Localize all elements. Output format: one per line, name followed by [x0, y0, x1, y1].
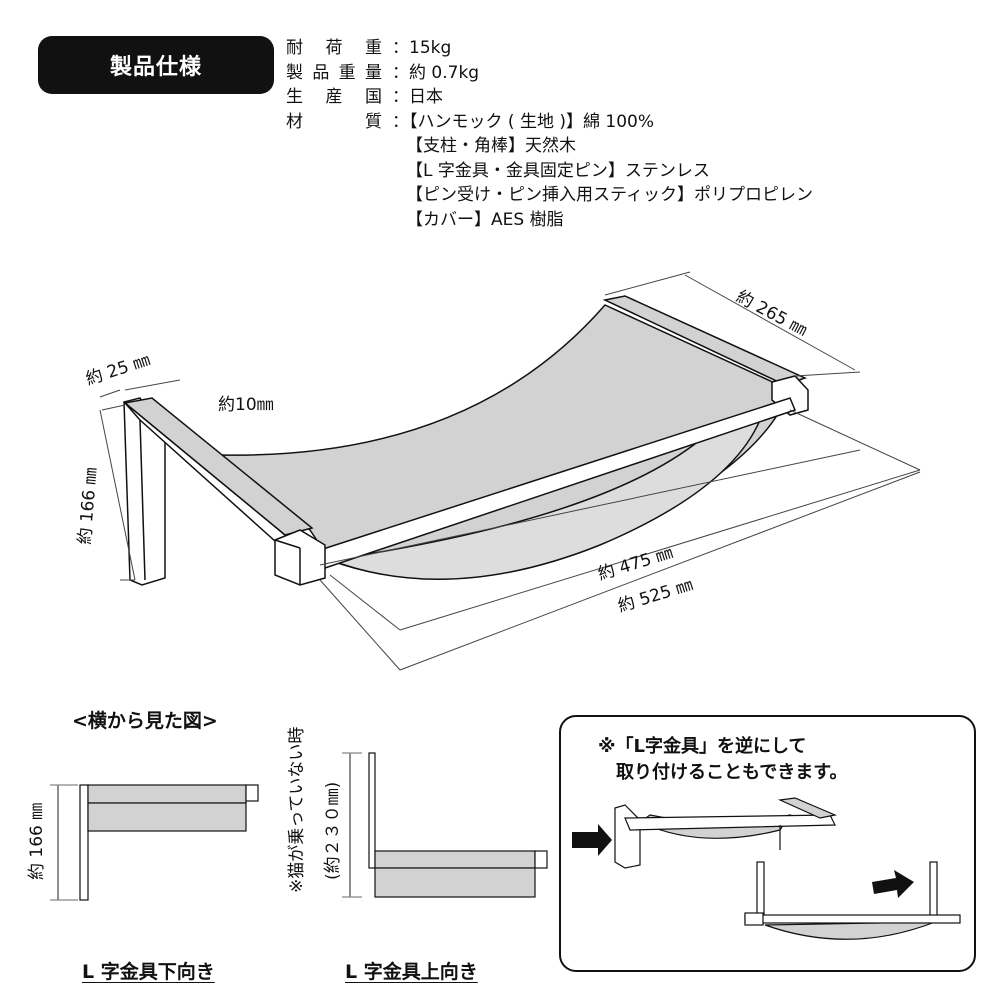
- dim-inner-width: 約 475 ㎜: [596, 543, 676, 585]
- material-line: 【L 字金具・金具固定ピン】ステンレス: [406, 160, 710, 181]
- side-up-note: ※猫が乗っていない時: [287, 727, 307, 893]
- label-char: 重: [365, 38, 382, 58]
- material-line: 【支柱・角棒】天然木: [406, 136, 576, 156]
- arrow-icon: [572, 824, 612, 856]
- caption-bracket-up: L 字金具上向き: [345, 961, 478, 983]
- label-char: 生: [286, 87, 303, 107]
- post-edge: [139, 419, 146, 581]
- material-line: 【カバー】AES 樹脂: [406, 209, 564, 230]
- label-char: 質: [365, 111, 382, 132]
- label-char: 耐: [286, 38, 303, 58]
- left-beam-side: [124, 402, 286, 552]
- label-char: 荷: [325, 38, 343, 58]
- inverted-drawing-1: [614, 797, 838, 869]
- label-char: 重: [338, 62, 356, 83]
- spec-badge: 製品仕様: [38, 36, 274, 94]
- spec-value: ：日本: [392, 87, 443, 107]
- far-beam: [602, 295, 808, 386]
- arrow-icon: [872, 870, 914, 898]
- side-view-title: <横から見た図>: [72, 710, 218, 732]
- label-char: 品: [312, 62, 330, 83]
- label-char: 産: [325, 87, 343, 107]
- side-up-height: (約２３０㎜): [323, 782, 343, 880]
- hammock-3d-drawing: [123, 295, 809, 586]
- spec-row-material: 材 質 ：【ハンモック ( 生地 )】綿 100%: [286, 110, 813, 135]
- spec-row-weight: 製品重量 ：約 0.7kg: [286, 61, 813, 86]
- reverse-mount-note: ※「L字金具」を逆にして 取り付けることもできます。: [598, 736, 848, 783]
- dim-post-width: 約 25 ㎜: [83, 350, 152, 390]
- side-view-up: [342, 752, 548, 898]
- spec-list: 耐荷重：15kg 製品重量：約 0.7kg 生産国：日本 材質：【ハンモック (…: [286, 36, 813, 232]
- side-view-down: [50, 784, 259, 901]
- dim-depth: 約 265 ㎜: [733, 287, 811, 341]
- label-char: 量: [364, 62, 382, 83]
- note-box: [559, 715, 976, 972]
- spec-value: ：【ハンモック ( 生地 )】綿 100%: [392, 111, 654, 132]
- dim-thickness: 約10㎜: [218, 395, 274, 415]
- spec-value: ：約 0.7kg: [392, 62, 480, 83]
- label-char: 材: [286, 111, 303, 132]
- spec-row-origin: 生 産 国 ：日本: [286, 85, 813, 110]
- dimension-lines: [99, 271, 921, 671]
- material-line: 【ピン受け・ピン挿入用スティック】ポリプロピレン: [406, 185, 813, 205]
- cap-edge: [274, 539, 301, 549]
- label-char: 国: [365, 87, 382, 107]
- spec-value: ：15kg: [392, 38, 452, 58]
- side-down-height: 約 166 ㎜: [27, 803, 47, 880]
- dim-outer-width: 約 525 ㎜: [616, 575, 696, 617]
- caption-bracket-down: L 字金具下向き: [82, 961, 215, 983]
- dim-height: 約 166 ㎜: [75, 467, 102, 546]
- label-char: 製: [286, 62, 303, 83]
- spec-row-load: 耐 荷 重 ：15kg: [286, 36, 813, 61]
- inverted-drawing-2: [744, 861, 961, 940]
